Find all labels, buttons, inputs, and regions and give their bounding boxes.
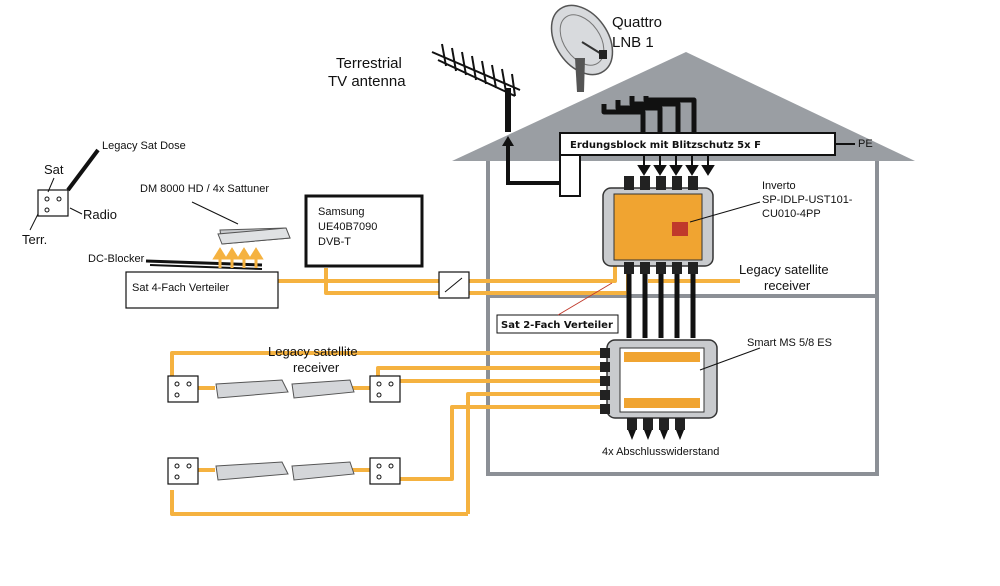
- terrestrial-antenna-icon: [431, 43, 521, 132]
- sat-label: Sat: [44, 162, 64, 177]
- legacy-receiver-left-label-2: receiver: [293, 360, 340, 375]
- legacy-receiver-left-label-1: Legacy satellite: [268, 344, 358, 359]
- antenna-arrow: [502, 136, 514, 146]
- socket-left-upper: [167, 375, 199, 403]
- dm8000-receiver: [191, 201, 291, 245]
- terminators-label: 4x Abschlusswiderstand: [602, 446, 719, 458]
- grounding-block-label: Erdungsblock mit Blitzschutz 5x F: [570, 140, 761, 151]
- legacy-receiver-right-label-2: receiver: [764, 278, 811, 293]
- smart-ms-label: Smart MS 5/8 ES: [747, 337, 832, 349]
- pe-label: PE: [858, 138, 873, 150]
- terrestrial-antenna-label-1: Terrestrial: [336, 55, 402, 72]
- grounding-arrows: [637, 155, 715, 176]
- dc-blocker-label: DC-Blocker: [88, 253, 145, 265]
- socket-left-lower: [167, 457, 199, 485]
- inverto-label-3: CU010-4PP: [762, 208, 821, 220]
- samsung-label-3: DVB-T: [318, 236, 351, 248]
- smart-ms-multiswitch: [600, 339, 718, 440]
- antenna-cable: [506, 146, 560, 185]
- satellite-dish-icon: [550, 4, 614, 92]
- lnb-cables: [601, 96, 697, 134]
- samsung-label-1: Samsung: [318, 206, 364, 218]
- legacy-sat-dose: [29, 148, 100, 231]
- coax-cables: [170, 266, 740, 516]
- legacy-sat-dose-label: Legacy Sat Dose: [102, 140, 186, 152]
- samsung-tv: [304, 194, 424, 268]
- socket-right-upper: [369, 375, 401, 403]
- dc-blocker: [145, 247, 264, 270]
- trunk-cables: [626, 274, 696, 338]
- house-outline: [486, 161, 879, 476]
- inverto-label-2: SP-IDLP-UST101-: [762, 194, 853, 206]
- dm8000-label: DM 8000 HD / 4x Sattuner: [140, 183, 269, 195]
- sat-2fach-pointer: [557, 282, 613, 316]
- terrestrial-antenna-label-2: TV antenna: [328, 73, 406, 90]
- sat-4fach-label: Sat 4-Fach Verteiler: [132, 282, 230, 294]
- quattro-lnb-label-2: LNB 1: [612, 34, 654, 51]
- smart-ms-pointer: [699, 347, 761, 371]
- sat-2fach-label-box: [496, 314, 619, 334]
- legacy-receivers: [215, 379, 355, 481]
- socket-right-lower: [369, 457, 401, 485]
- terr-label: Terr.: [22, 232, 47, 247]
- legacy-receiver-right-label-1: Legacy satellite: [739, 262, 829, 277]
- inverto-label-1: Inverto: [762, 180, 796, 192]
- quattro-lnb-label-1: Quattro: [612, 14, 662, 31]
- radio-label: Radio: [83, 207, 117, 222]
- sat-2fach-label: Sat 2-Fach Verteiler: [501, 320, 613, 331]
- sat-2fach-splitter-small: [438, 271, 470, 299]
- inverto-pointer: [689, 201, 761, 223]
- grounding-block: [559, 132, 855, 197]
- sat-4fach-box: [125, 271, 279, 309]
- samsung-label-2: UE40B7090: [318, 221, 377, 233]
- inverto-multiswitch: [602, 176, 714, 274]
